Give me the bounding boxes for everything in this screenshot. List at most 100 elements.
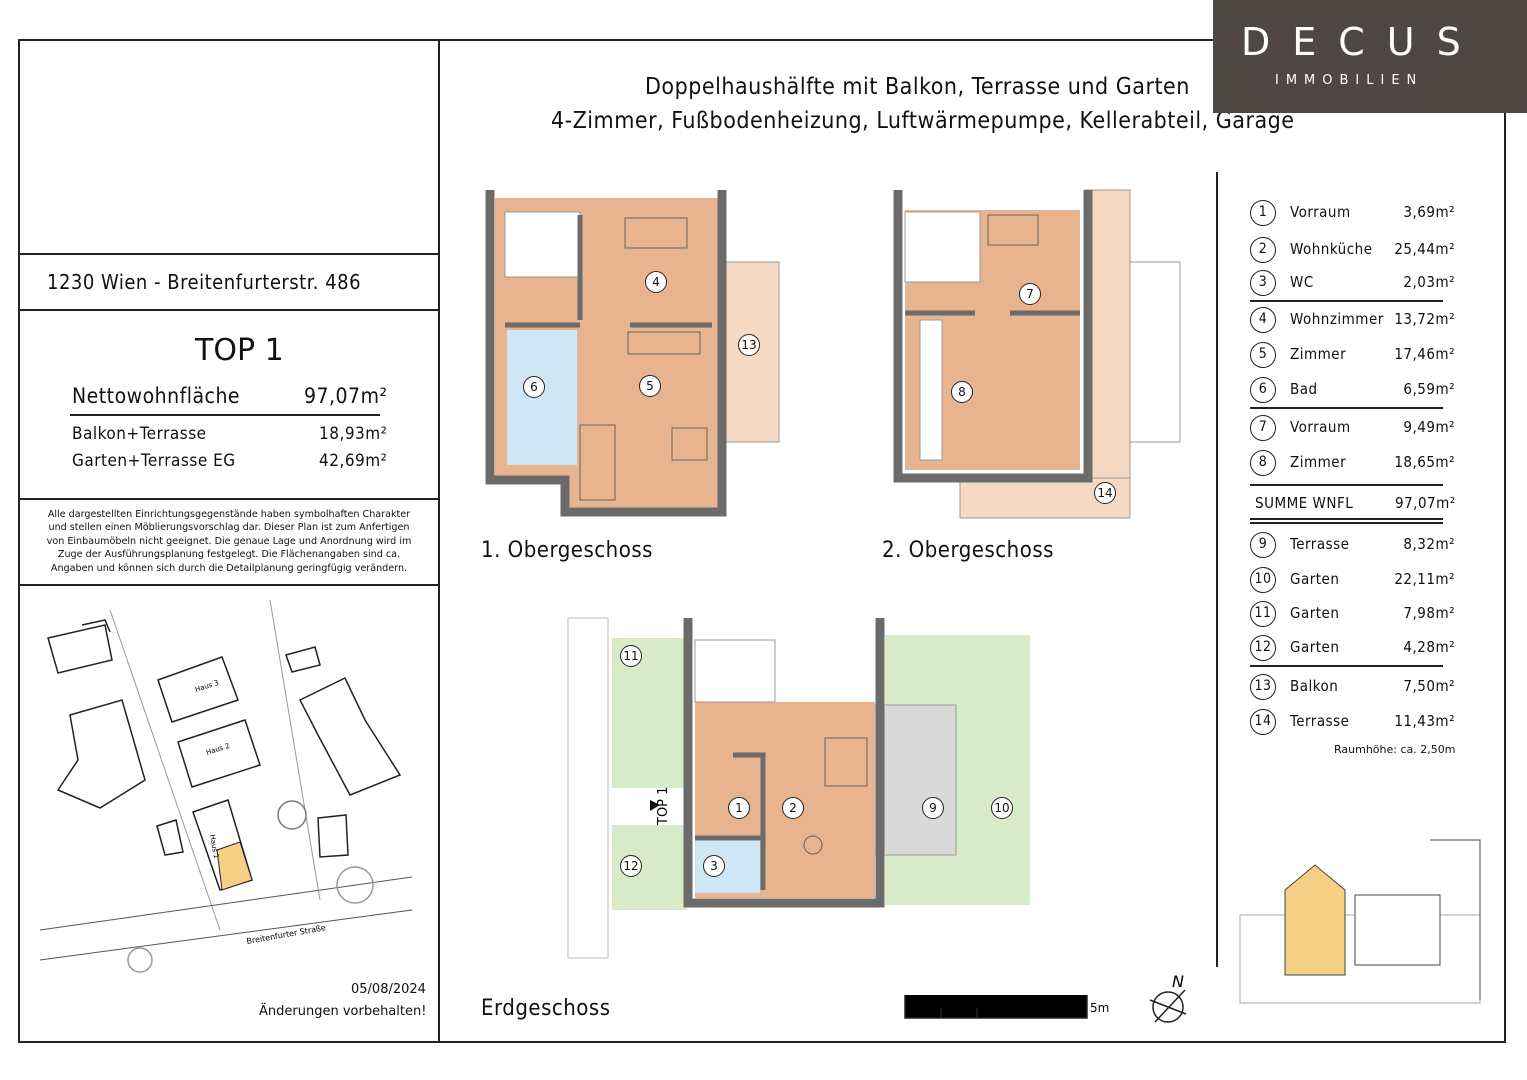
room-area: 11,43m² [1394,712,1455,730]
room-name: Vorraum [1290,203,1351,221]
room-number: 1 [1250,200,1276,226]
balcony-label: Balkon+Terrasse [72,424,207,444]
room-name: Bad [1290,380,1318,398]
room-area: 2,03m² [1403,273,1455,291]
room-area: 6,59m² [1403,380,1455,398]
divider [1250,522,1443,524]
divider [18,584,439,586]
north-label: N [1172,972,1184,991]
room-area: 25,44m² [1394,240,1455,258]
divider [18,253,439,255]
divider [1250,407,1443,409]
disclaimer-line: Zuge der Ausführungsplanung festgelegt. … [57,549,401,561]
floor-label-og1: 1. Obergeschoss [481,538,653,563]
room-name: Terrasse [1290,712,1350,730]
section-drawing [1239,839,1481,1004]
divider [1250,665,1443,667]
divider [18,498,439,500]
room-marker: 2 [782,797,804,819]
room-height-note: Raumhöhe: ca. 2,50m [1334,743,1456,756]
room-name: Zimmer [1290,453,1347,471]
floorplan-og1 [485,190,780,517]
site-label: Haus 1 [208,834,220,859]
room-number: 7 [1250,415,1276,441]
sum-value: 97,07m² [1395,494,1456,512]
room-area: 3,69m² [1403,203,1455,221]
floorplan-eg [567,617,1030,959]
site-label: Haus 3 [194,679,220,694]
room-name: Wohnküche [1290,240,1373,258]
disclaimer-line: Angaben und können sich durch die Detail… [50,562,408,574]
title-line-2: 4-Zimmer, Fußbodenheizung, Luftwärmepump… [551,108,1295,134]
room-marker: 13 [738,334,760,356]
room-name: Balkon [1290,677,1339,695]
room-area: 18,65m² [1394,453,1455,471]
divider [1216,172,1218,967]
site-plan [39,599,413,973]
room-area: 8,32m² [1403,535,1455,553]
logo-wordmark: DECUS [1241,20,1483,64]
scale-tick: 5m [1090,1001,1109,1015]
room-number: 11 [1250,601,1276,627]
room-list-item: 13 Balkon 7,50m² [1250,674,1455,700]
north-arrow-icon [1149,989,1187,1023]
room-marker: 1 [728,797,750,819]
room-name: Zimmer [1290,345,1347,363]
room-list-item: 5 Zimmer 17,46m² [1250,342,1455,368]
room-area: 4,28m² [1403,638,1455,656]
title-line-1: Doppelhaushälfte mit Balkon, Terrasse un… [645,74,1190,100]
site-label: Haus 2 [205,742,231,757]
room-number: 5 [1250,342,1276,368]
room-marker: 10 [991,797,1013,819]
garden-label: Garten+Terrasse EG [72,451,236,471]
room-marker: 4 [645,271,667,293]
unit-highlight [216,841,253,891]
room-marker: 6 [523,376,545,398]
address: 1230 Wien - Breitenfurterstr. 486 [47,270,362,294]
room-number: 8 [1250,450,1276,476]
room-area: 17,46m² [1394,345,1455,363]
unit-name: TOP 1 [195,333,284,368]
room-marker: 3 [703,855,725,877]
divider [1250,518,1443,520]
room-name: Vorraum [1290,418,1351,436]
scale-tick: 0 [908,1001,916,1015]
scale-tick: 2 [980,1001,988,1015]
decus-logo: DECUS IMMOBILIEN [1213,0,1527,113]
divider [1250,484,1443,486]
room-number: 3 [1250,270,1276,296]
room-marker: 5 [639,375,661,397]
scale-tick: 1 [944,1001,952,1015]
room-marker: 9 [922,797,944,819]
divider [18,309,439,311]
disclaimer-line: und stellen einen Möblierungsvorschlag d… [48,522,410,534]
room-list-item: 3 WC 2,03m² [1250,270,1455,296]
room-list-item: 1 Vorraum 3,69m² [1250,200,1455,226]
room-area: 22,11m² [1394,570,1455,588]
room-number: 9 [1250,532,1276,558]
room-name: Garten [1290,570,1340,588]
disclaimer: Alle dargestellten Einrichtungsgegenstän… [20,508,438,575]
divider [438,39,440,1043]
room-name: WC [1290,273,1314,291]
sum-label: SUMME WNFL [1255,494,1354,512]
floor-label-eg: Erdgeschoss [481,996,611,1021]
floor-label-og2: 2. Obergeschoss [882,538,1054,563]
entry-arrow-icon [650,800,660,811]
room-marker: 7 [1019,283,1041,305]
room-marker: 8 [951,381,973,403]
room-name: Garten [1290,604,1340,622]
plan-date: 05/08/2024 [351,982,426,997]
net-area-label: Nettowohnfläche [72,384,241,408]
room-number: 13 [1250,674,1276,700]
room-number: 12 [1250,635,1276,661]
garden-value: 42,69m² [319,451,388,471]
room-area: 7,98m² [1403,604,1455,622]
room-area: 7,50m² [1403,677,1455,695]
